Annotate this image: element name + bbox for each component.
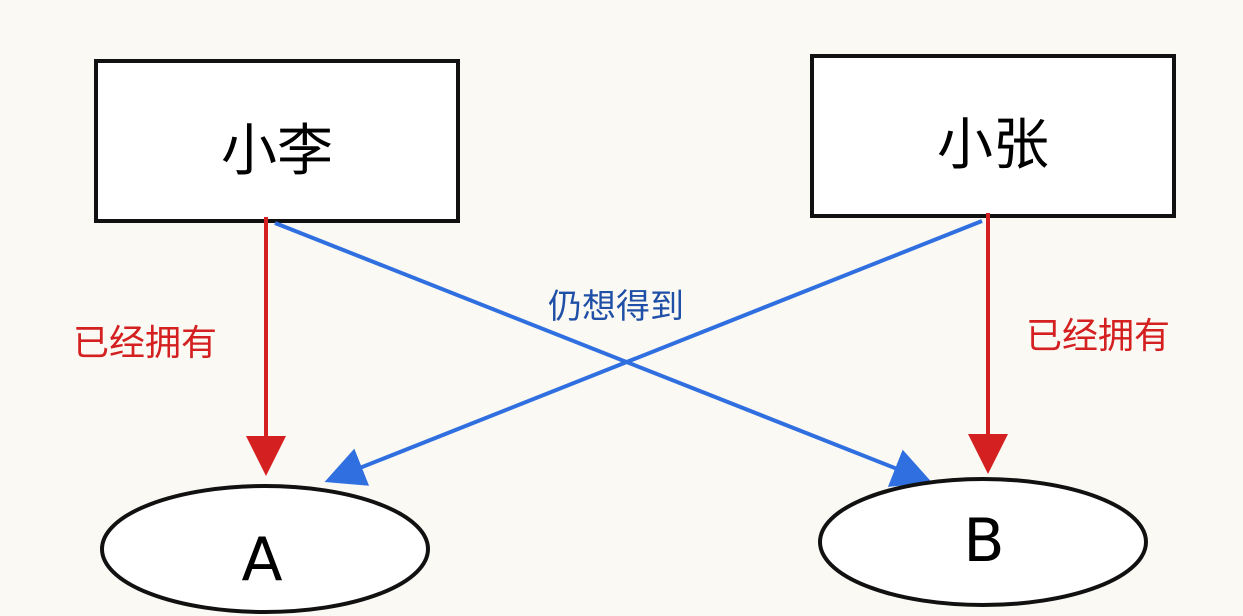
owns-label-right: 已经拥有 xyxy=(1026,316,1170,357)
wants-label: 仍想得到 xyxy=(548,287,684,327)
person-box-left: 小李 xyxy=(94,59,460,223)
person-box-right: 小张 xyxy=(810,54,1176,218)
person-label-left: 小李 xyxy=(221,119,333,184)
wants-arrow-left-to-b xyxy=(274,221,933,487)
wants-arrow-right-to-a xyxy=(324,219,983,486)
resource-node-b: B xyxy=(818,477,1148,607)
owns-label-left: 已经拥有 xyxy=(73,323,217,364)
resource-label-a: A xyxy=(241,525,282,595)
resource-label-b: B xyxy=(963,506,1004,576)
resource-node-a: A xyxy=(100,484,430,614)
person-label-right: 小张 xyxy=(937,113,1049,178)
